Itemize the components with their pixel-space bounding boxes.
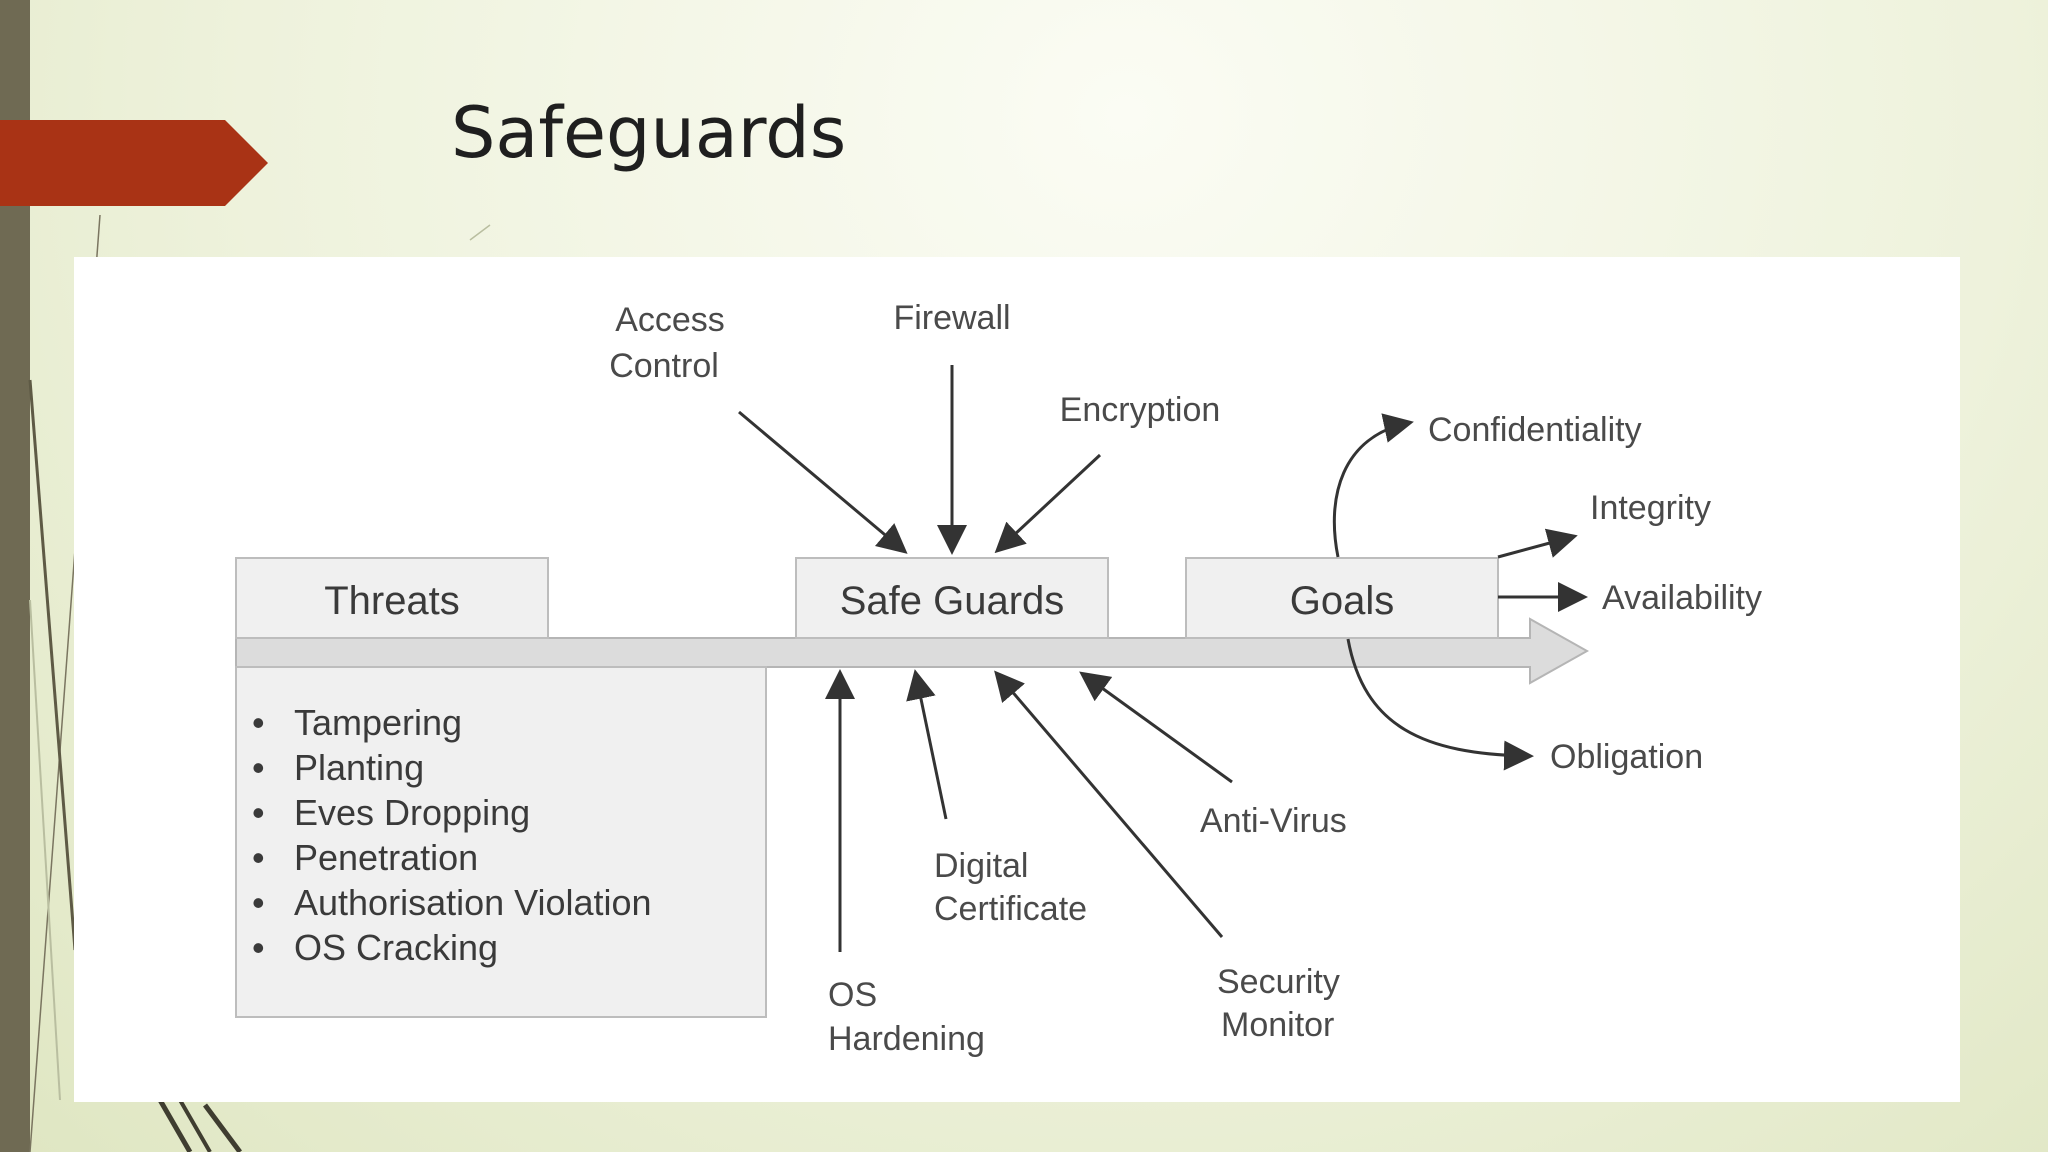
- threats-box: [235, 557, 549, 639]
- threats-box-label: Threats: [324, 579, 460, 623]
- deco-line: [29, 599, 61, 1101]
- arrow-confidentiality: [1332, 413, 1414, 558]
- arrow-encryption: [994, 453, 1102, 554]
- integrity-label: Integrity: [1590, 489, 1711, 527]
- os-hardening-label: Hardening: [828, 1020, 985, 1058]
- access-control-label: Control: [609, 347, 719, 385]
- deco-line: [202, 1103, 243, 1152]
- safeguards-diagram: Threats Safe Guards Goals • Tampering • …: [74, 257, 1960, 1102]
- obligation-label: Obligation: [1550, 738, 1703, 776]
- threat-item: Planting: [294, 747, 424, 788]
- threats-list: • Tampering • Planting • Eves Dropping •…: [252, 702, 652, 968]
- os-hardening-label: OS: [828, 976, 877, 1014]
- bullet-icon: •: [252, 927, 265, 968]
- bullet-icon: •: [252, 702, 265, 743]
- arrow-access-control: [738, 410, 908, 554]
- bullet-icon: •: [252, 747, 265, 788]
- confidentiality-label: Confidentiality: [1428, 411, 1642, 449]
- encryption-label: Encryption: [1060, 391, 1221, 429]
- goals-box: [1185, 557, 1499, 639]
- security-monitor-label: Monitor: [1221, 1006, 1334, 1044]
- digital-certificate-label: Certificate: [934, 890, 1087, 928]
- threat-item: OS Cracking: [294, 927, 498, 968]
- safeguards-box: [795, 557, 1109, 639]
- goals-box-label: Goals: [1290, 579, 1395, 623]
- arrow-security-monitor: [994, 670, 1224, 938]
- threat-item: Eves Dropping: [294, 792, 530, 833]
- safeguards-box-label: Safe Guards: [840, 579, 1065, 623]
- arrow-obligation: [1346, 638, 1534, 771]
- threats-list-box: [235, 666, 767, 1018]
- slide-title: Safeguards: [451, 92, 847, 174]
- threat-item: Penetration: [294, 837, 478, 878]
- deco-line: [157, 1098, 193, 1152]
- deco-line: [178, 1099, 212, 1152]
- accent-flag-shape: [0, 120, 268, 206]
- security-monitor-label: Security: [1217, 963, 1340, 1001]
- threat-item: Authorisation Violation: [294, 882, 652, 923]
- availability-label: Availability: [1602, 579, 1762, 617]
- title-accent-flag: [0, 120, 268, 206]
- threat-item: Tampering: [294, 702, 462, 743]
- bullet-icon: •: [252, 837, 265, 878]
- bullet-icon: •: [252, 882, 265, 923]
- arrow-digital-certificate: [906, 669, 948, 820]
- arrow-integrity: [1497, 528, 1578, 559]
- bullet-icon: •: [252, 792, 265, 833]
- digital-certificate-label: Digital: [934, 847, 1028, 885]
- deco-line: [28, 379, 77, 951]
- deco-line: [469, 224, 491, 241]
- anti-virus-label: Anti-Virus: [1200, 802, 1347, 840]
- firewall-label: Firewall: [893, 299, 1010, 337]
- arrow-anti-virus: [1079, 671, 1233, 784]
- access-control-label: Access: [615, 301, 725, 339]
